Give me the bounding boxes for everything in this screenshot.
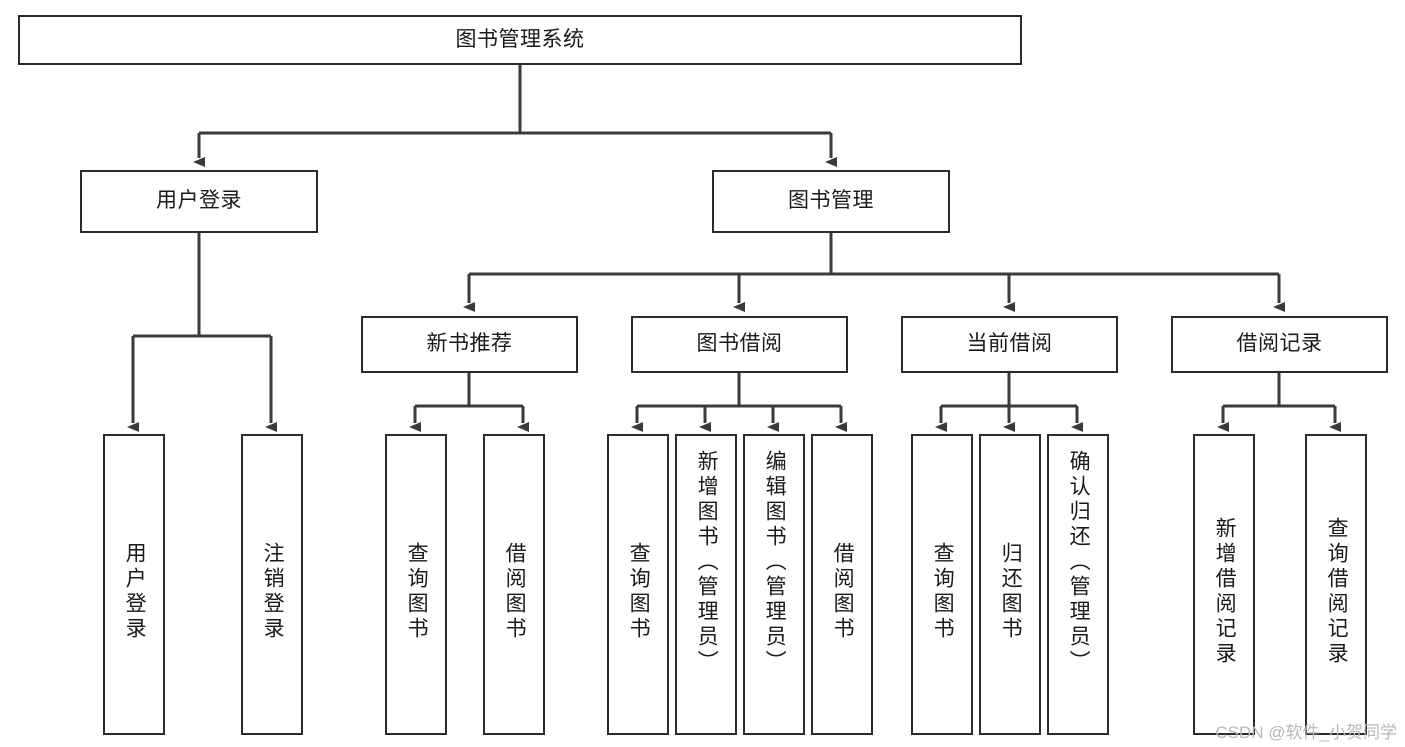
leaf-query-book-1-label: 查询图书 <box>405 541 429 642</box>
node-book-manage[interactable]: 图书管理 <box>712 170 950 233</box>
leaf-logout[interactable]: 注销登录 <box>241 434 303 735</box>
leaf-borrow-book-2[interactable]: 借阅图书 <box>811 434 873 735</box>
leaf-add-record[interactable]: 新增借阅记录 <box>1193 434 1255 735</box>
leaf-add-record-label: 新增借阅记录 <box>1213 516 1237 667</box>
leaf-query-book-3-label: 查询图书 <box>931 541 955 642</box>
leaf-query-book-2-label: 查询图书 <box>627 541 651 642</box>
leaf-query-book-3[interactable]: 查询图书 <box>911 434 973 735</box>
leaf-logout-label: 注销登录 <box>261 541 285 642</box>
node-book-manage-label: 图书管理 <box>788 189 874 213</box>
leaf-edit-book-label: 编辑图书（管理员） <box>763 450 787 675</box>
leaf-confirm-return[interactable]: 确认归还（管理员） <box>1047 434 1109 735</box>
leaf-query-book-2[interactable]: 查询图书 <box>607 434 669 735</box>
leaf-edit-book[interactable]: 编辑图书（管理员） <box>743 434 805 735</box>
node-new-book-recommend[interactable]: 新书推荐 <box>361 316 578 373</box>
node-current-borrow[interactable]: 当前借阅 <box>901 316 1118 373</box>
node-root[interactable]: 图书管理系统 <box>18 15 1022 65</box>
node-root-label: 图书管理系统 <box>455 27 585 51</box>
leaf-confirm-return-label: 确认归还（管理员） <box>1067 450 1091 675</box>
leaf-return-book-label: 归还图书 <box>999 541 1023 642</box>
leaf-borrow-book-1-label: 借阅图书 <box>503 541 527 642</box>
leaf-user-login[interactable]: 用户登录 <box>103 434 165 735</box>
leaf-query-book-1[interactable]: 查询图书 <box>385 434 447 735</box>
node-book-borrow-label: 图书借阅 <box>696 332 783 356</box>
watermark-text: CSDN @软件_小贺同学 <box>1215 723 1397 742</box>
node-borrow-record-label: 借阅记录 <box>1236 332 1323 356</box>
node-new-book-recommend-label: 新书推荐 <box>426 332 513 356</box>
leaf-query-record-label: 查询借阅记录 <box>1325 516 1349 667</box>
leaf-return-book[interactable]: 归还图书 <box>979 434 1041 735</box>
node-user-login-label: 用户登录 <box>156 189 242 213</box>
leaf-user-login-label: 用户登录 <box>123 541 147 642</box>
node-current-borrow-label: 当前借阅 <box>966 332 1053 356</box>
node-user-login[interactable]: 用户登录 <box>80 170 318 233</box>
node-borrow-record[interactable]: 借阅记录 <box>1171 316 1388 373</box>
leaf-borrow-book-1[interactable]: 借阅图书 <box>483 434 545 735</box>
leaf-add-book-label: 新增图书（管理员） <box>695 450 719 675</box>
node-book-borrow[interactable]: 图书借阅 <box>631 316 848 373</box>
leaf-add-book[interactable]: 新增图书（管理员） <box>675 434 737 735</box>
leaf-query-record[interactable]: 查询借阅记录 <box>1305 434 1367 735</box>
leaf-borrow-book-2-label: 借阅图书 <box>831 541 855 642</box>
